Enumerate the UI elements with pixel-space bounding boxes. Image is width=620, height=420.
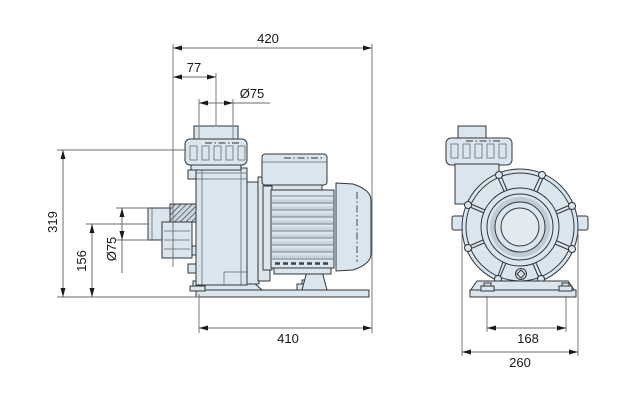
dim-overall-length: 420 bbox=[173, 31, 372, 51]
front-lid-union-nut bbox=[445, 137, 513, 166]
dim-label-inlet-diameter: Ø75 bbox=[104, 237, 119, 262]
dim-overall-height: 319 bbox=[45, 150, 66, 297]
strainer-pot bbox=[187, 167, 248, 286]
dim-label-top-port-diameter: Ø75 bbox=[240, 86, 265, 101]
dim-inlet-diameter: Ø75 bbox=[104, 208, 125, 273]
lid-union-nut bbox=[184, 138, 248, 171]
dim-front-width: 260 bbox=[462, 349, 578, 370]
dim-foot-hole-spacing: 168 bbox=[487, 325, 566, 346]
base-plate bbox=[195, 289, 370, 298]
dim-label-overall-height: 319 bbox=[45, 211, 60, 233]
dim-label-base-length: 410 bbox=[277, 331, 299, 346]
housing-ribs bbox=[468, 175, 572, 279]
front-base bbox=[469, 280, 577, 298]
fan-cover bbox=[335, 182, 372, 272]
thread-hatch bbox=[169, 203, 197, 223]
drain-plug bbox=[515, 268, 527, 280]
dim-label-inlet-height: 156 bbox=[74, 250, 89, 272]
inlet-union bbox=[147, 203, 197, 259]
dim-port-offset: 77 bbox=[173, 60, 216, 80]
motor-body bbox=[262, 185, 335, 275]
dimension-annotations: 420 77 Ø75 319 156 bbox=[45, 31, 579, 370]
dim-label-port-offset: 77 bbox=[187, 60, 201, 75]
motor-bracket bbox=[273, 267, 332, 275]
dim-base-length: 410 bbox=[199, 325, 372, 346]
dim-label-front-width: 260 bbox=[509, 355, 531, 370]
dim-label-overall-length: 420 bbox=[257, 31, 279, 46]
side-view bbox=[147, 125, 372, 298]
terminal-box bbox=[261, 153, 328, 192]
dim-top-port-diameter: Ø75 bbox=[199, 86, 270, 106]
pump-housing-front bbox=[461, 168, 579, 286]
front-view bbox=[445, 125, 589, 298]
dim-label-foot-hole-spacing: 168 bbox=[517, 331, 539, 346]
housing-hub bbox=[480, 187, 560, 267]
dim-inlet-height: 156 bbox=[74, 224, 95, 297]
